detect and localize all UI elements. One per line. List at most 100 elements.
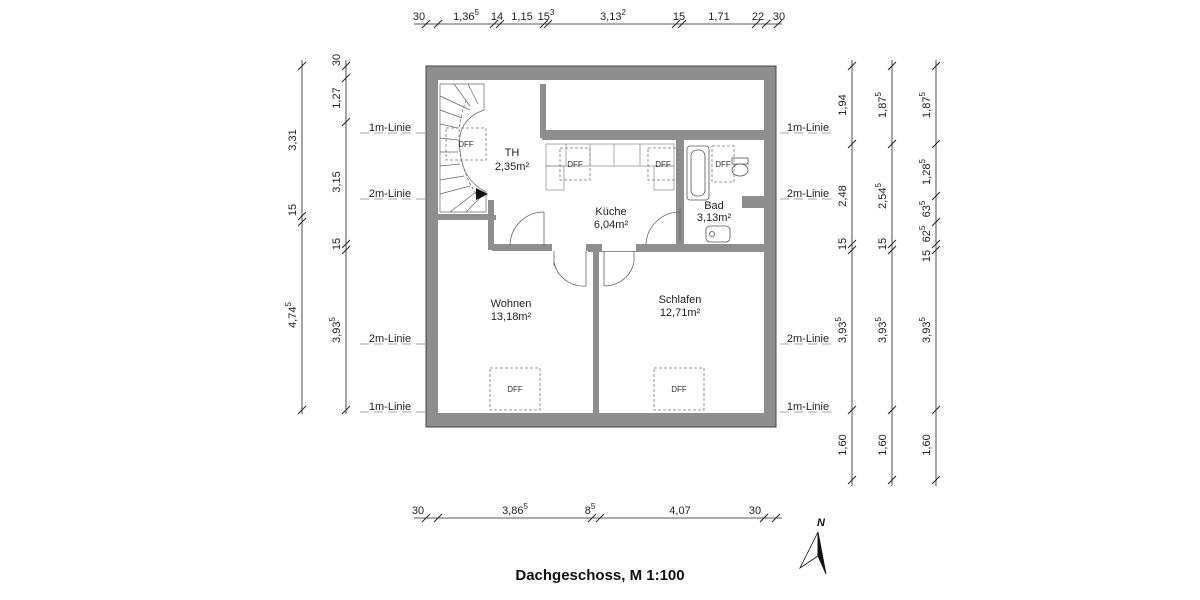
dimension-tick bbox=[847, 475, 857, 485]
dimension-value: 1,71 bbox=[708, 11, 729, 23]
dimension-label: 30 bbox=[331, 54, 343, 66]
dimension-label: 15 bbox=[331, 238, 343, 250]
dff-label: DFF bbox=[567, 160, 583, 169]
dff-label: DFF bbox=[655, 160, 671, 169]
dimension-label: 22 bbox=[752, 11, 764, 23]
dimension-label: 30 bbox=[773, 11, 785, 23]
dimension-tick bbox=[421, 19, 431, 29]
dimension-superscript: 5 bbox=[328, 317, 337, 322]
dimension-tick bbox=[931, 217, 941, 227]
dimension-tick bbox=[931, 405, 941, 415]
dimension-label: 1,60 bbox=[877, 434, 889, 455]
dimension-label: 85 bbox=[585, 502, 596, 517]
dimension-value: 1,60 bbox=[837, 434, 849, 455]
label-1m-right-bottom: 1m-Linie bbox=[787, 401, 829, 413]
dimension-superscript: 5 bbox=[918, 225, 927, 230]
dimension-value: 3,93 bbox=[921, 322, 933, 343]
dimension-value: 2,48 bbox=[837, 185, 849, 206]
label-2m-left-top: 2m-Linie bbox=[369, 188, 411, 200]
dimension-tick bbox=[297, 61, 307, 71]
dimension-label: 1,15 bbox=[511, 11, 532, 23]
dimension-superscript: 5 bbox=[474, 8, 479, 17]
dimension-label: 1,875 bbox=[874, 92, 889, 118]
dimension-value: 30 bbox=[773, 11, 785, 23]
dimension-tick bbox=[887, 239, 897, 249]
dimension-label: 3,935 bbox=[834, 317, 849, 343]
dimension-value: 3,93 bbox=[331, 322, 343, 343]
room-area-bedroom: 12,71m² bbox=[660, 307, 701, 319]
washbasin-icon bbox=[705, 225, 731, 243]
dimension-superscript: 5 bbox=[874, 317, 883, 322]
dimension-tick bbox=[495, 19, 505, 29]
dimension-label: 15 bbox=[673, 11, 685, 23]
dimension-label: 3,31 bbox=[287, 129, 299, 150]
dimension-tick bbox=[931, 245, 941, 255]
dimension-value: 1,60 bbox=[877, 434, 889, 455]
dimension-tick bbox=[759, 513, 769, 523]
dimension-value: 1,94 bbox=[837, 94, 849, 115]
dimension-value: 1,87 bbox=[921, 97, 933, 118]
dimension-value: 1,15 bbox=[511, 11, 532, 23]
dff-label: DFF bbox=[715, 160, 731, 169]
dimension-value: 2,54 bbox=[877, 188, 889, 209]
walls bbox=[425, 65, 777, 428]
dimension-label: 2,48 bbox=[837, 185, 849, 206]
living-space-2 bbox=[438, 252, 593, 413]
dimension-tick bbox=[887, 61, 897, 71]
dimension-value: 3,93 bbox=[837, 322, 849, 343]
dimension-label: 625 bbox=[918, 225, 933, 242]
room-area-living: 13,18m² bbox=[491, 311, 532, 323]
dimension-label: 3,865 bbox=[502, 502, 528, 517]
staircase bbox=[439, 83, 487, 213]
dimension-tick bbox=[489, 19, 499, 29]
skylight-kitchen-1 bbox=[559, 147, 591, 181]
dff-label: DFF bbox=[671, 385, 687, 394]
dimension-superscript: 5 bbox=[834, 317, 843, 322]
dimension-tick bbox=[847, 405, 857, 415]
dimension-tick bbox=[543, 19, 553, 29]
dimension-value: 8 bbox=[585, 505, 591, 517]
dimension-value: 30 bbox=[749, 505, 761, 517]
dimension-tick bbox=[341, 405, 351, 415]
dimension-value: 1,60 bbox=[921, 434, 933, 455]
dimension-label: 15 bbox=[877, 238, 889, 250]
wall-th-bottom bbox=[438, 214, 490, 220]
dimension-tick bbox=[931, 61, 941, 71]
dimension-value: 14 bbox=[491, 11, 503, 23]
room-name-bath: Bad bbox=[704, 200, 724, 212]
dimension-label: 1,94 bbox=[837, 94, 849, 115]
skylight-living bbox=[489, 367, 541, 411]
dimension-superscript: 5 bbox=[284, 302, 293, 307]
dimension-tick bbox=[771, 513, 781, 523]
skylight-bath bbox=[711, 145, 735, 183]
dimension-tick bbox=[847, 61, 857, 71]
dimension-tick bbox=[341, 117, 351, 127]
height-line-labels: 1m-Linie 2m-Linie 2m-Linie 1m-Linie 1m-L… bbox=[369, 122, 829, 413]
dimension-value: 15 bbox=[837, 238, 849, 250]
dimension-tick bbox=[341, 73, 351, 83]
door-bath bbox=[645, 208, 681, 245]
dimension-superscript: 5 bbox=[523, 502, 528, 511]
label-2m-right-top: 2m-Linie bbox=[787, 188, 829, 200]
wall-kitchen-top bbox=[540, 130, 766, 138]
dimension-tick bbox=[931, 475, 941, 485]
th-space bbox=[438, 80, 542, 215]
dimension-value: 30 bbox=[413, 11, 425, 23]
dimension-tick bbox=[887, 475, 897, 485]
dimension-value: 1,36 bbox=[453, 11, 474, 23]
dimension-value: 3,13 bbox=[600, 11, 621, 23]
dimension-value: 3,31 bbox=[287, 129, 299, 150]
dimension-value: 1,87 bbox=[877, 97, 889, 118]
dimension-tick bbox=[887, 405, 897, 415]
dimension-label: 3,935 bbox=[918, 317, 933, 343]
dimension-label: 4,745 bbox=[284, 302, 299, 328]
dimension-value: 22 bbox=[752, 11, 764, 23]
dimension-tick bbox=[847, 239, 857, 249]
bath-chimney bbox=[742, 196, 772, 208]
doors bbox=[509, 208, 681, 287]
dimension-tick bbox=[671, 19, 681, 29]
